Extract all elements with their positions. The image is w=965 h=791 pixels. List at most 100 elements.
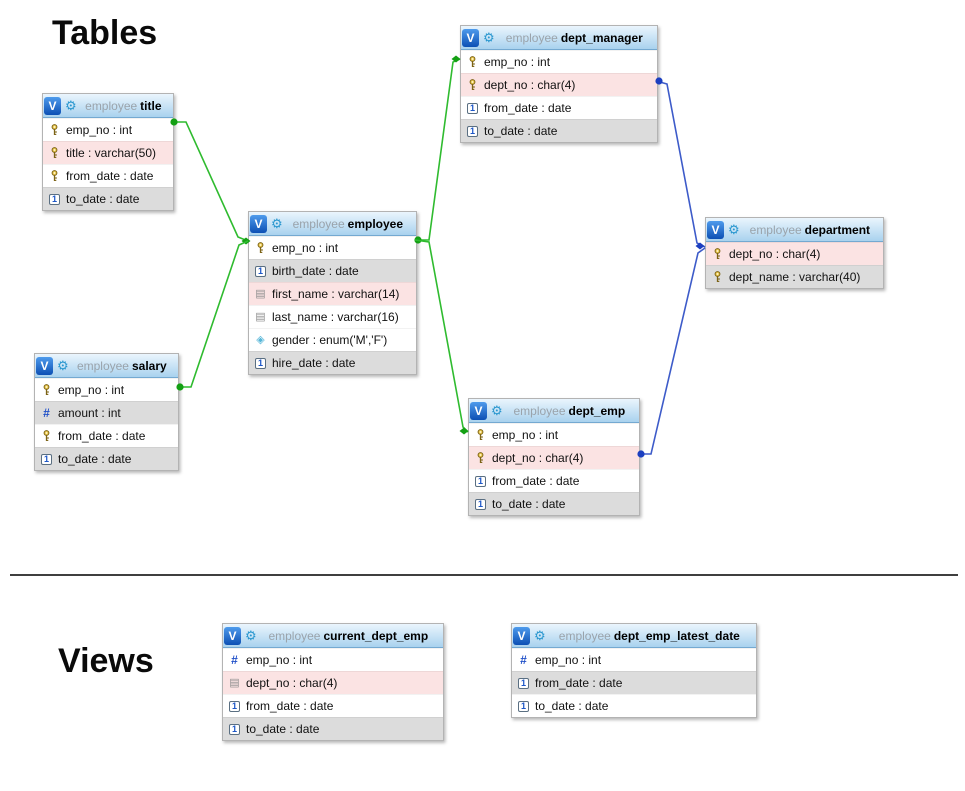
v-badge-icon: V <box>462 28 479 47</box>
column-label: dept_no : char(4) <box>246 676 338 690</box>
column-label: first_name : varchar(14) <box>272 287 400 301</box>
hash-icon: # <box>43 406 50 420</box>
date-icon: 1 <box>474 475 487 487</box>
date-icon: 1 <box>466 102 479 114</box>
v-badge-icon: V <box>513 626 530 645</box>
date-icon: 1 <box>254 357 267 369</box>
diamond-icon: ◈ <box>256 333 265 346</box>
table-name: salary <box>131 358 167 373</box>
column-row-title: from_date : date <box>43 164 173 187</box>
schema-name: employee <box>513 403 566 418</box>
section-title-tables: Tables <box>52 14 158 52</box>
key-icon <box>466 56 479 68</box>
schema-name: employee <box>85 98 138 113</box>
column-label: from_date : date <box>246 699 334 713</box>
column-row-dept_emp: dept_no : char(4) <box>469 446 639 469</box>
text-icon: ▤ <box>255 310 266 323</box>
table-name: dept_emp <box>568 403 626 418</box>
column-row-dept_manager: emp_no : int <box>461 50 657 73</box>
column-label: emp_no : int <box>492 428 559 442</box>
v-badge-icon: V <box>44 96 61 115</box>
gear-icon: ⚙ <box>65 98 77 113</box>
date-icon: 1 <box>48 193 61 205</box>
column-label: dept_no : char(4) <box>729 247 821 261</box>
key-icon <box>711 271 724 283</box>
schema-name: employee <box>268 628 321 643</box>
gear-icon: ⚙ <box>483 30 495 45</box>
column-label: emp_no : int <box>535 653 602 667</box>
date-icon: 1 <box>40 453 53 465</box>
table-name: dept_emp_latest_date <box>613 628 740 643</box>
date-icon: 1 <box>474 498 487 510</box>
column-row-employee: emp_no : int <box>249 236 416 259</box>
key-icon <box>48 170 61 182</box>
schema-name: employee <box>558 628 611 643</box>
table-name: dept_manager <box>560 30 643 45</box>
column-label: amount : int <box>58 406 121 420</box>
column-list: emp_no : int title : varchar(50)from_date… <box>43 118 173 210</box>
column-label: emp_no : int <box>66 123 133 137</box>
column-row-current_dept_emp: ▤dept_no : char(4) <box>223 671 443 694</box>
column-row-salary: emp_no : int <box>35 378 178 401</box>
schema-name: employee <box>505 30 558 45</box>
section-divider <box>10 574 958 576</box>
gear-icon: ⚙ <box>491 403 503 418</box>
table-name: title <box>140 98 162 113</box>
column-row-department: dept_name : varchar(40) <box>706 265 883 288</box>
date-icon: 1 <box>517 677 530 689</box>
key-icon <box>48 147 61 159</box>
date-icon: 1 <box>254 265 267 277</box>
column-row-current_dept_emp: # emp_no : int <box>223 648 443 671</box>
hash-icon: # <box>231 653 238 667</box>
date-icon: 1 <box>466 125 479 137</box>
column-row-title: title : varchar(50) <box>43 141 173 164</box>
column-list: emp_no : int dept_no : char(4) 1 from_date … <box>469 423 639 515</box>
column-label: to_date : date <box>246 722 320 736</box>
gear-icon: ⚙ <box>271 216 283 231</box>
column-row-employee: ▤ first_name : varchar(14) <box>249 282 416 305</box>
gear-icon: ⚙ <box>534 628 546 643</box>
v-badge-icon: V <box>250 214 267 233</box>
text-icon: ▤ <box>255 287 266 300</box>
column-label: last_name : varchar(16) <box>272 310 399 324</box>
table-name: department <box>804 222 871 237</box>
column-label: emp_no : int <box>246 653 313 667</box>
column-row-salary: from_date : date <box>35 424 178 447</box>
column-label: to_date : date <box>535 699 609 713</box>
gear-icon: ⚙ <box>57 358 69 373</box>
column-label: from_date : date <box>492 474 580 488</box>
schema-name: employee <box>292 216 345 231</box>
column-row-salary: # amount : int <box>35 401 178 424</box>
column-row-title: emp_no : int <box>43 118 173 141</box>
